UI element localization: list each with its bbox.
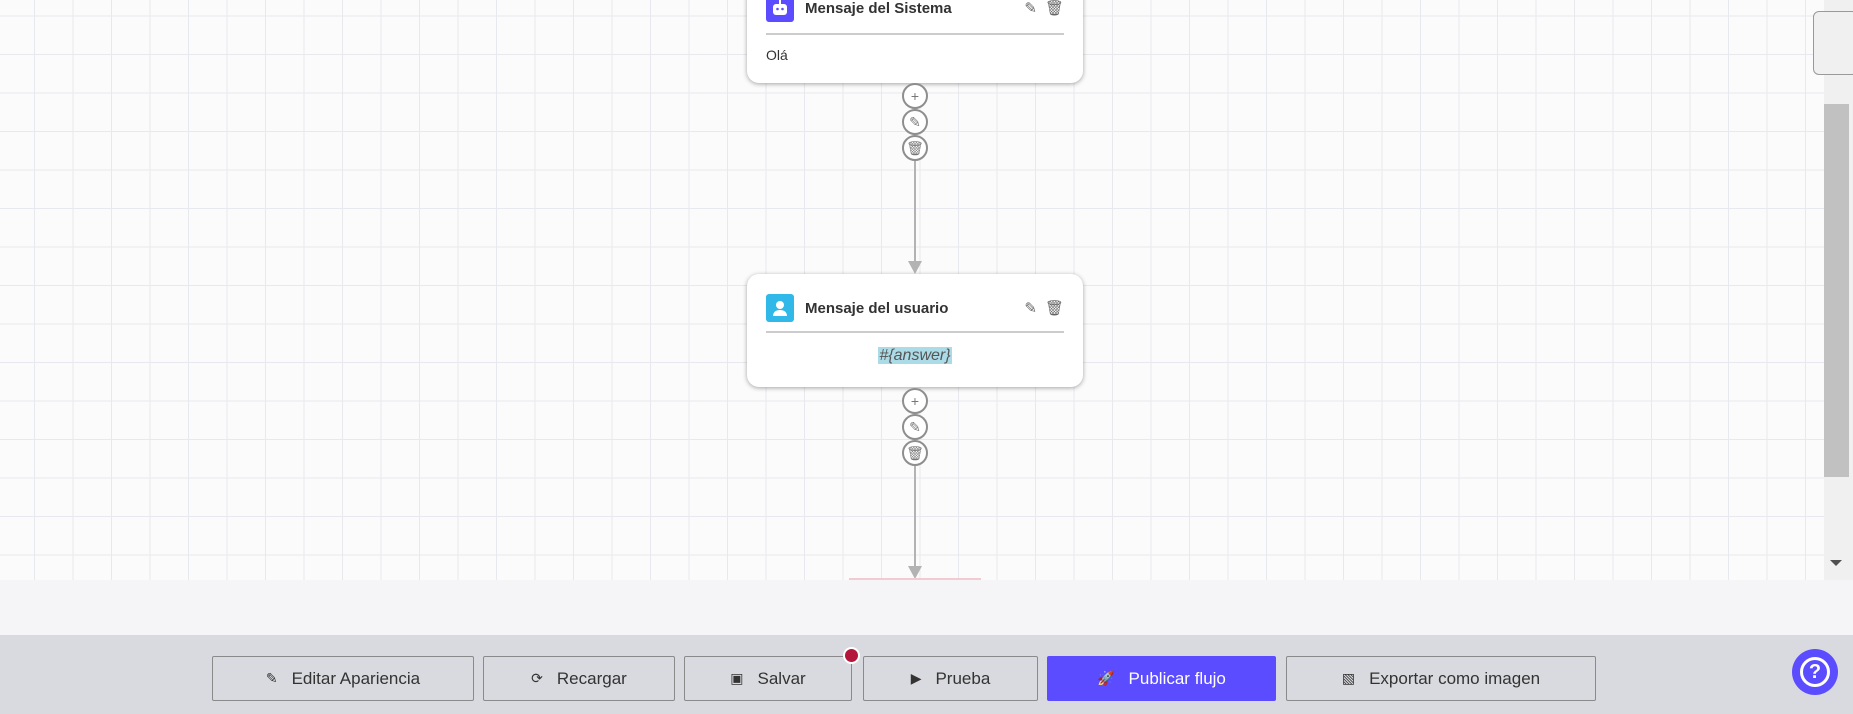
refresh-icon: ⟳ (531, 670, 543, 686)
unsaved-indicator (843, 647, 860, 664)
node-system-message[interactable]: Mensaje del Sistema ✎ 🗑 Olá (747, 0, 1083, 83)
trash-icon[interactable]: 🗑 (1044, 300, 1064, 317)
add-node-icon[interactable]: + (902, 83, 928, 109)
play-icon: ▶ (910, 670, 922, 686)
variable-answer: #{answer} (878, 347, 952, 364)
robot-icon (766, 0, 794, 22)
delete-connection-icon[interactable]: 🗑 (902, 440, 928, 466)
edit-icon: ✎ (265, 670, 278, 686)
delete-connection-icon[interactable]: 🗑 (902, 135, 928, 161)
next-node-edge (849, 578, 981, 580)
edit-icon[interactable]: ✎ (1024, 300, 1037, 317)
edit-connection-icon[interactable]: ✎ (902, 414, 928, 440)
button-label: Exportar como imagen (1369, 668, 1541, 688)
vertical-scrollbar[interactable] (1824, 0, 1853, 580)
scrollbar-thumb[interactable] (1824, 104, 1849, 477)
button-label: Prueba (935, 668, 991, 688)
flow-canvas[interactable]: Mensaje del Sistema ✎ 🗑 Olá + ✎ 🗑 Mensaj… (0, 0, 1824, 580)
floppy-icon: ▣ (730, 670, 744, 686)
minimap-panel[interactable] (1813, 11, 1853, 75)
publish-flow-button[interactable]: 🚀 Publicar flujo (1047, 656, 1276, 701)
save-button[interactable]: ▣ Salvar (684, 656, 852, 701)
help-button[interactable]: ? (1792, 649, 1838, 695)
button-label: Publicar flujo (1128, 668, 1226, 688)
connector-line (914, 466, 916, 568)
edit-connection-icon[interactable]: ✎ (902, 109, 928, 135)
rocket-icon: 🚀 (1097, 670, 1115, 686)
add-node-icon[interactable]: + (902, 388, 928, 414)
bottom-toolbar: ✎ Editar Apariencia ⟳ Recargar ▣ Salvar ▶ Pr… (0, 635, 1853, 714)
scroll-down-icon[interactable] (1830, 560, 1842, 566)
button-label: Recargar (556, 668, 627, 688)
reload-button[interactable]: ⟳ Recargar (483, 656, 675, 701)
export-image-button[interactable]: ▧ Exportar como imagen (1286, 656, 1596, 701)
node-title: Mensaje del usuario (805, 299, 949, 317)
connector-arrow (908, 566, 922, 579)
node-title: Mensaje del Sistema (805, 0, 952, 17)
node-content: Olá (766, 47, 788, 63)
test-button[interactable]: ▶ Prueba (863, 656, 1038, 701)
image-icon: ▧ (1341, 670, 1356, 686)
connector-line (914, 161, 916, 261)
question-icon: ? (1800, 657, 1830, 687)
user-icon (766, 294, 794, 322)
connector-arrow (908, 261, 922, 274)
edit-icon[interactable]: ✎ (1024, 0, 1037, 17)
trash-icon[interactable]: 🗑 (1044, 0, 1064, 17)
divider (766, 33, 1064, 35)
divider (766, 331, 1064, 333)
edit-appearance-button[interactable]: ✎ Editar Apariencia (212, 656, 474, 701)
button-label: Editar Apariencia (291, 668, 421, 688)
button-label: Salvar (757, 668, 806, 688)
node-user-message[interactable]: Mensaje del usuario ✎ 🗑 #{answer} (747, 274, 1083, 387)
